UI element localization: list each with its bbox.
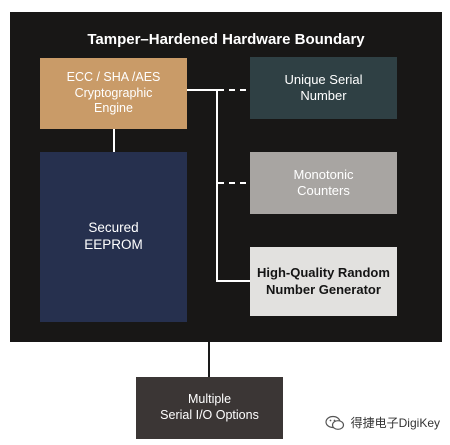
- watermark-text: 得捷电子DigiKey: [350, 416, 440, 430]
- monotonic-counters-block: Monotonic Counters: [250, 152, 397, 214]
- secured-eeprom-block: Secured EEPROM: [40, 152, 187, 322]
- boundary-title: Tamper–Hardened Hardware Boundary: [87, 31, 365, 48]
- connector-serial-io: [208, 342, 210, 377]
- connector-crypto-trunk: [187, 89, 218, 91]
- wechat-icon: [325, 415, 344, 430]
- connector-vertical-trunk: [216, 89, 218, 282]
- crypto-engine-block: ECC / SHA /AES Cryptographic Engine: [40, 58, 187, 129]
- rng-block: High-Quality Random Number Generator: [250, 247, 397, 316]
- hardware-boundary: Tamper–Hardened Hardware Boundary ECC / …: [10, 12, 442, 342]
- connector-rng: [216, 280, 250, 282]
- unique-serial-block: Unique Serial Number: [250, 57, 397, 119]
- dashed-connector-counters: [218, 182, 250, 184]
- dashed-connector-serial: [218, 89, 250, 91]
- connector-crypto-eeprom: [113, 129, 115, 152]
- watermark: 得捷电子DigiKey: [325, 414, 440, 431]
- serial-io-block: Multiple Serial I/O Options: [136, 377, 283, 439]
